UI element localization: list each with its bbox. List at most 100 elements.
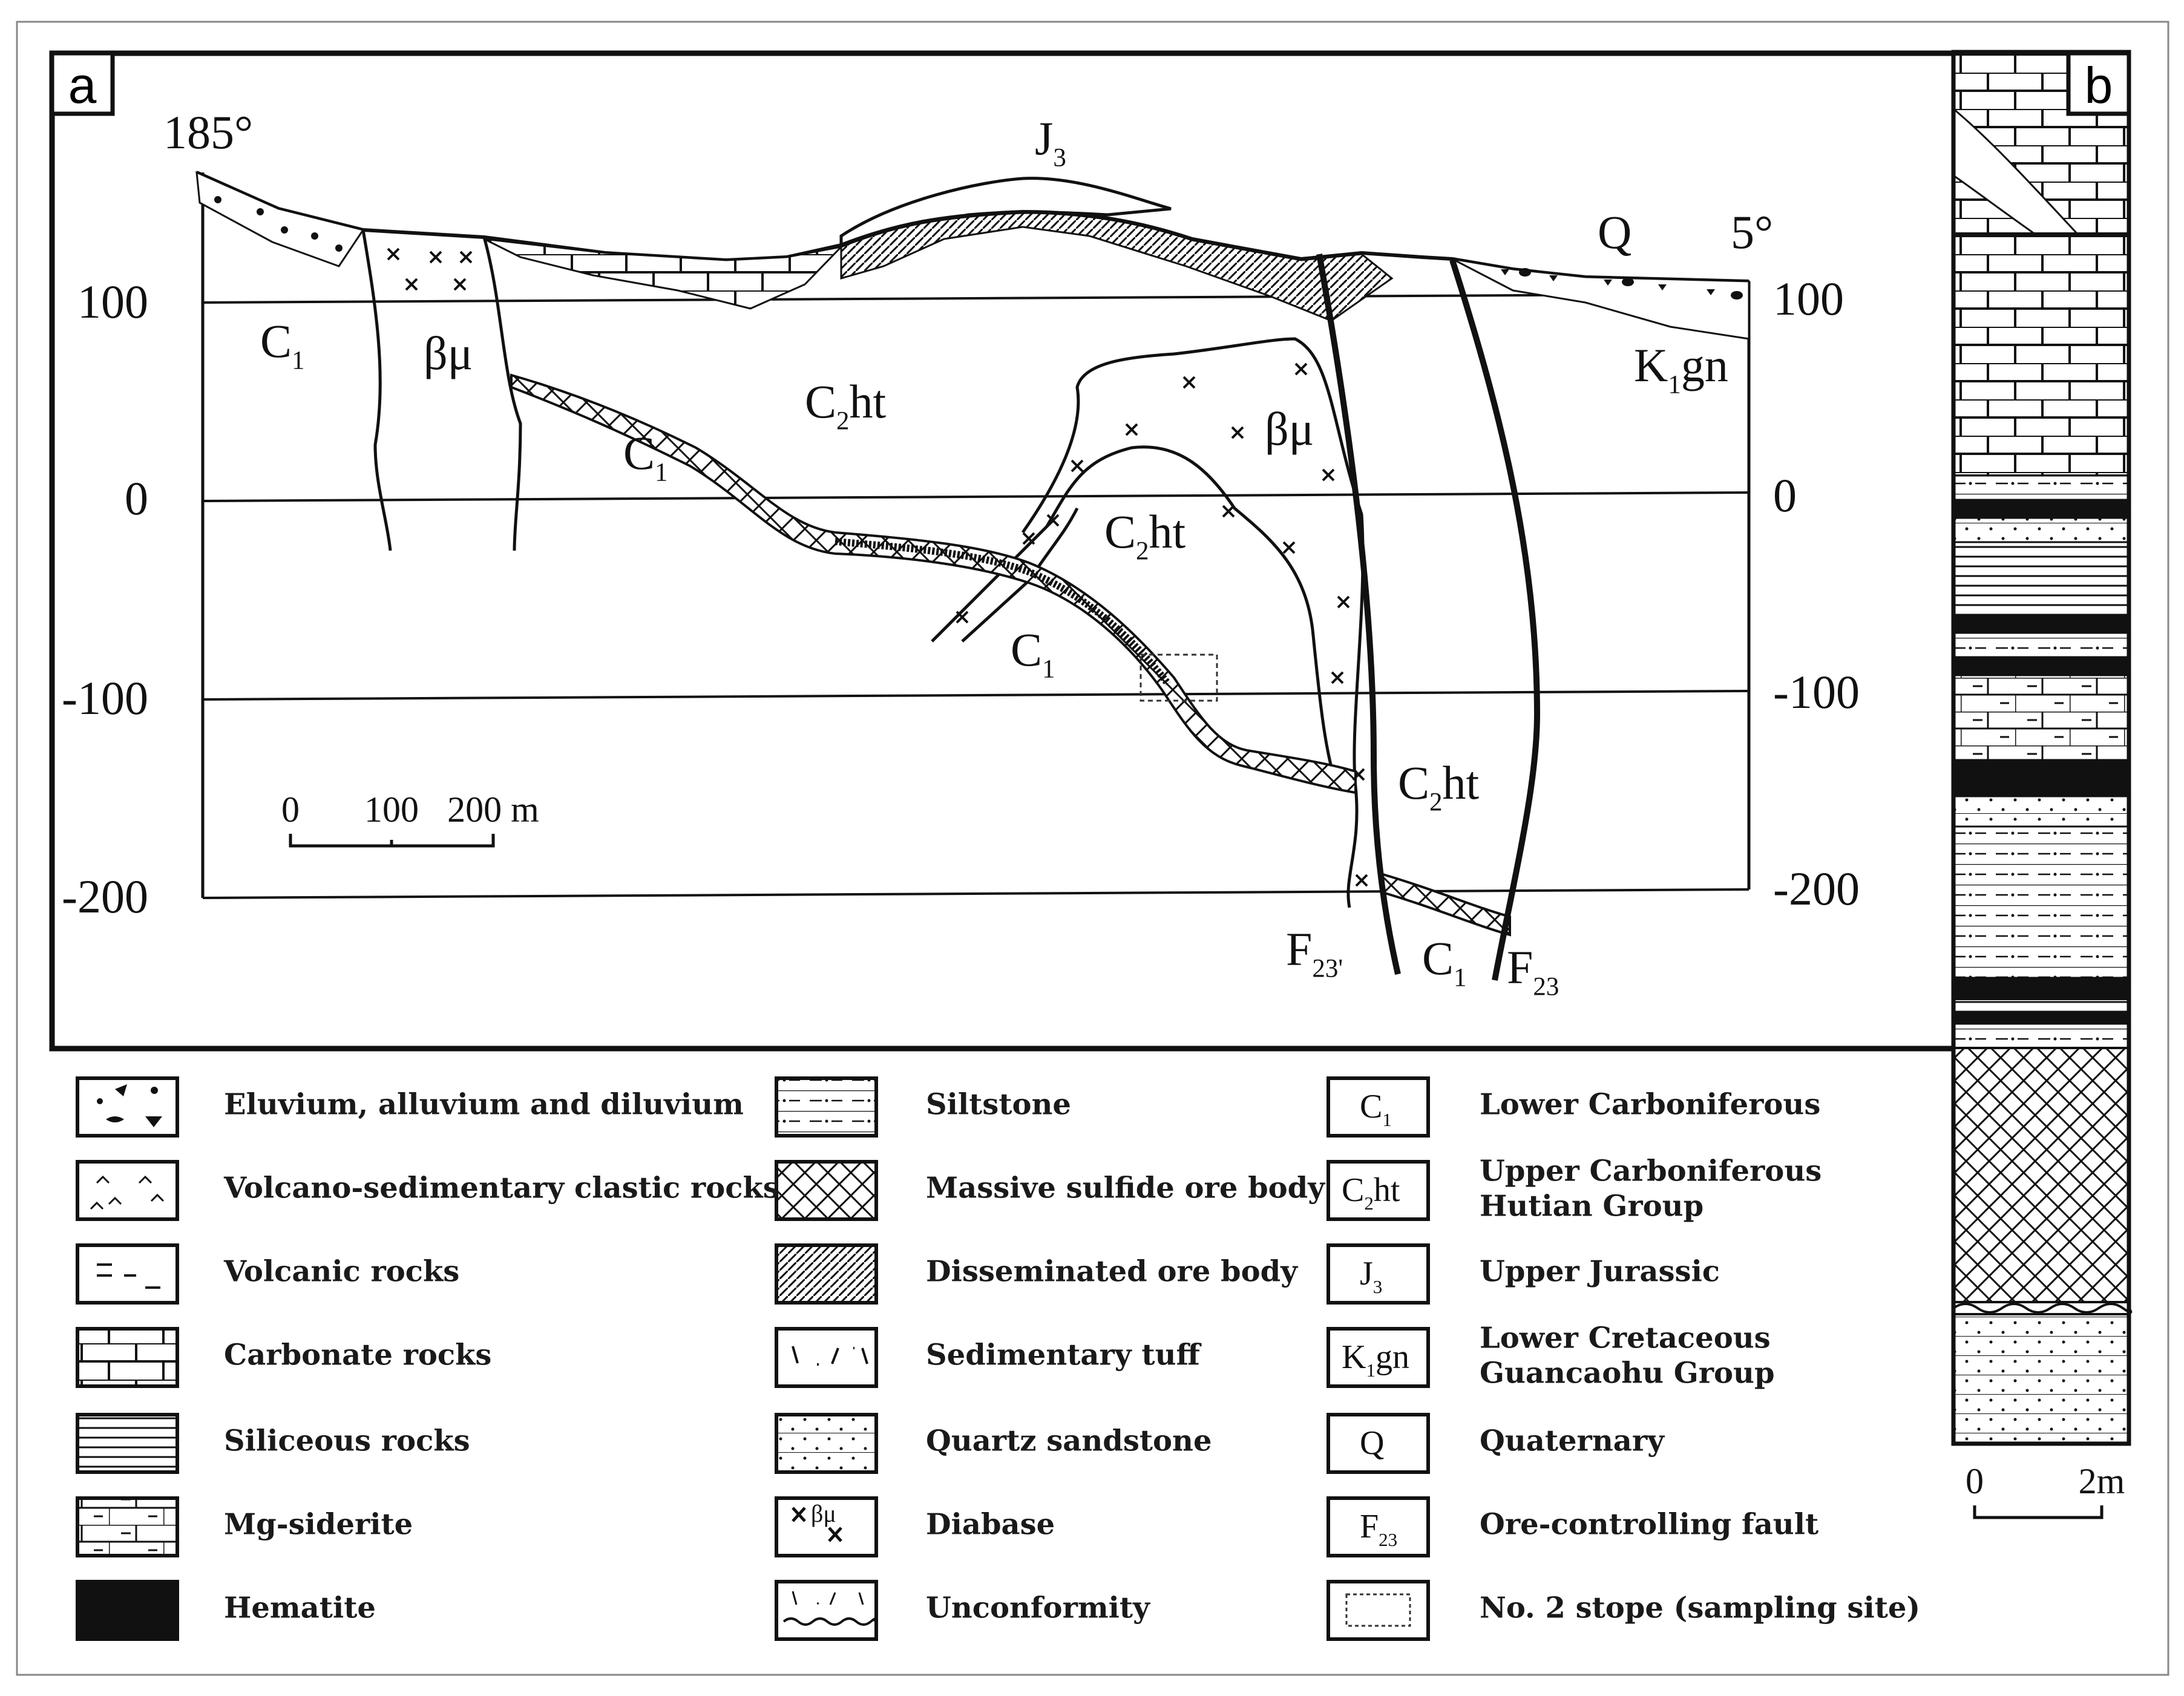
unit-label-c1-d: C1 bbox=[1422, 932, 1467, 992]
legend-label-col1-1: Volcano-sedimentary clastic rocks bbox=[223, 1171, 779, 1205]
legend-symbol-col3-2: J3 bbox=[1360, 1255, 1382, 1297]
legend-label-col1-5: Mg-siderite bbox=[224, 1508, 413, 1542]
panel-b: b 0 2m bbox=[1951, 50, 2133, 1519]
gridline-minus100 bbox=[202, 690, 1749, 701]
legend-label-col2-6: Unconformity bbox=[926, 1591, 1151, 1625]
unit-label-c1-a: C1 bbox=[260, 315, 305, 375]
diabase-cross bbox=[1294, 362, 1308, 376]
diabase-cross bbox=[1231, 426, 1244, 439]
column-siliceous-1 bbox=[1952, 541, 2130, 616]
legend-symbol-col3-4: Q bbox=[1360, 1424, 1384, 1462]
legend-label-col3-2: Upper Jurassic bbox=[1480, 1255, 1720, 1289]
panel-a-label-box bbox=[50, 51, 115, 116]
unit-label-bm-b: βμ bbox=[1265, 402, 1314, 455]
diabase-cross bbox=[1182, 376, 1196, 389]
diabase-feeder-1 bbox=[931, 519, 1054, 643]
elev-left-minus100: -100 bbox=[62, 672, 148, 724]
unit-label-c2ht-a: C2ht bbox=[805, 375, 887, 436]
scale-tick-0: 0 bbox=[281, 790, 300, 830]
gridline-100 bbox=[202, 293, 1749, 304]
legend-swatch-volcano-sedimentary bbox=[76, 1160, 179, 1221]
legend-swatch-mg-siderite bbox=[76, 1496, 179, 1557]
legend-swatch-stope bbox=[1326, 1580, 1430, 1641]
legend-swatch-c2ht bbox=[1326, 1160, 1430, 1221]
column-siltstone-2 bbox=[1952, 632, 2130, 658]
legend-swatch-c1 bbox=[1326, 1076, 1430, 1138]
scale-bar-a bbox=[289, 834, 495, 848]
column-unconformity bbox=[1952, 1303, 2133, 1314]
legend-swatch-volcanic bbox=[76, 1243, 179, 1305]
column-carbonate-lower bbox=[1952, 232, 2130, 477]
diabase-cross bbox=[1071, 459, 1084, 473]
c1-wedge-dot bbox=[311, 232, 318, 240]
unit-label-bm-a: βμ bbox=[424, 327, 473, 379]
diabase-cross bbox=[1222, 505, 1235, 518]
quaternary-pebble bbox=[1622, 278, 1634, 286]
column-hematite-1 bbox=[1953, 500, 2129, 518]
legend-label-col3-1-line2: Hutian Group bbox=[1480, 1190, 1704, 1223]
legend-symbol-col3-5: F23 bbox=[1360, 1508, 1397, 1550]
legend-label-col1-3: Carbonate rocks bbox=[224, 1338, 491, 1372]
diabase-cross bbox=[956, 611, 969, 624]
column-hematite-6 bbox=[1953, 1012, 2129, 1024]
c1-wedge-dot bbox=[257, 208, 264, 215]
no2-stope-sampling-site bbox=[1140, 653, 1218, 702]
legend-swatch-siliceous bbox=[76, 1413, 179, 1474]
legend-swatch-sedimentary-tuff bbox=[775, 1327, 878, 1388]
legend-label-col3-1-line1: Upper Carboniferous bbox=[1480, 1154, 1822, 1188]
legend-label-col1-4: Siliceous rocks bbox=[224, 1424, 470, 1458]
legend-label-col2-3: Sedimentary tuff bbox=[926, 1338, 1201, 1372]
diabase-cross bbox=[1022, 532, 1035, 545]
c1-wedge-dot bbox=[214, 196, 221, 203]
diabase-cross bbox=[1046, 514, 1060, 527]
diabase-cross bbox=[429, 250, 442, 264]
legend: βμ Eluvium, alluvium and diluviumVolcano… bbox=[76, 1076, 1920, 1641]
legend-label-col2-2: Disseminated ore body bbox=[926, 1255, 1299, 1289]
column-hematite-5 bbox=[1953, 978, 2129, 1000]
diabase-cross bbox=[405, 278, 418, 291]
column-sandstone-1 bbox=[1952, 517, 2130, 543]
legend-symbol-col3-0: C1 bbox=[1360, 1088, 1392, 1130]
legend-label-col3-3-line1: Lower Cretaceous bbox=[1480, 1321, 1771, 1355]
column-mg-siderite bbox=[1952, 674, 2130, 761]
legend-label-col2-5: Diabase bbox=[926, 1508, 1055, 1542]
quaternary-pebble bbox=[1731, 291, 1743, 300]
legend-eluvium-symbols bbox=[97, 1084, 162, 1127]
quaternary-triangle bbox=[1604, 280, 1612, 286]
diabase-cross bbox=[1322, 468, 1335, 482]
massive-sulfide-ore-body-deep bbox=[1382, 873, 1511, 937]
legend-stope-dashed-box bbox=[1345, 1593, 1411, 1627]
legend-symbol-col3-3: K1gn bbox=[1342, 1338, 1409, 1381]
diabase-cross bbox=[1337, 595, 1350, 609]
azimuth-left: 185° bbox=[163, 106, 253, 159]
unit-c1-wedge bbox=[195, 171, 365, 267]
figure-outer-frame bbox=[16, 21, 2169, 1676]
legend-label-col2-0: Siltstone bbox=[926, 1088, 1071, 1122]
elev-right-minus100: -100 bbox=[1773, 666, 1860, 718]
column-hematite-2 bbox=[1953, 615, 2129, 633]
column-massive-sulfide bbox=[1952, 1047, 2130, 1303]
c1-wedge-dot bbox=[281, 226, 288, 234]
scale-tick-100: 100 bbox=[364, 790, 419, 830]
diabase-cross-marks bbox=[387, 247, 1368, 887]
column-frame bbox=[1951, 50, 2131, 1446]
diabase-cross bbox=[1331, 671, 1344, 684]
topographic-surface bbox=[195, 171, 1749, 283]
legend-diabase-crosses bbox=[792, 1507, 842, 1542]
legend-label-col3-5: Ore-controlling fault bbox=[1480, 1508, 1818, 1542]
diabase-cross bbox=[453, 278, 467, 291]
legend-label-col1-2: Volcanic rocks bbox=[223, 1255, 459, 1289]
unit-label-c1-c: C1 bbox=[1011, 623, 1055, 684]
diabase-cross bbox=[1125, 423, 1138, 436]
diabase-cross bbox=[1355, 874, 1368, 887]
disseminated-ore-body-band bbox=[835, 538, 1171, 686]
legend-swatch-eluvium bbox=[76, 1076, 179, 1138]
hatched-volcanics bbox=[840, 212, 1394, 322]
legend-unconformity-symbols bbox=[792, 1591, 864, 1605]
unit-label-c2ht-b: C2ht bbox=[1104, 505, 1186, 566]
legend-swatch-k1gn bbox=[1326, 1327, 1430, 1388]
carbonate-band bbox=[484, 238, 844, 310]
column-siliceous-2 bbox=[1953, 999, 2130, 1012]
